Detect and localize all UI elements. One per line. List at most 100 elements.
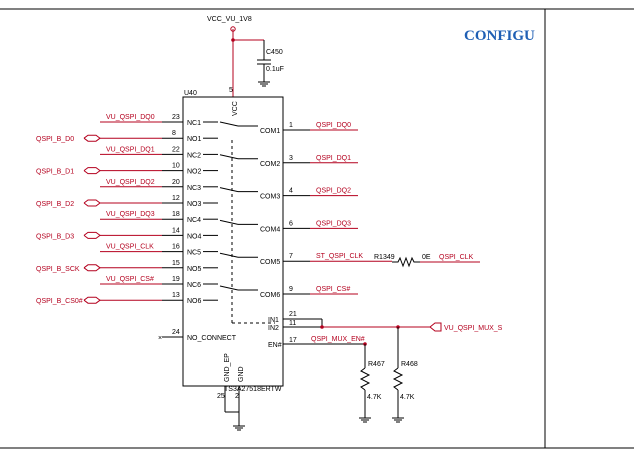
r468-value-label: 4.7K: [400, 394, 415, 401]
pin-number: 16: [172, 244, 180, 251]
chip-ref-label: U40: [184, 90, 197, 97]
pin-number: 1: [289, 122, 293, 129]
pin-number: 12: [172, 195, 180, 202]
pin-number: 15: [172, 260, 180, 267]
in2-pin-number: 11: [289, 320, 296, 327]
net-label: QSPI_DQ0: [316, 122, 351, 129]
pin-number: 19: [172, 276, 180, 283]
nc-pin-number: 24: [172, 329, 180, 336]
pin-number: 13: [172, 292, 180, 299]
vcc-port-symbol: [230, 26, 236, 32]
power-net-label: VCC_VU_1V8: [207, 16, 252, 23]
r1349-value-label: 0E: [422, 254, 431, 261]
en-net-label: QSPI_MUX_EN#: [311, 336, 365, 343]
pin-name: NO4: [187, 233, 202, 240]
port-net-label: QSPI_B_D1: [36, 169, 74, 176]
port-net-label: QSPI_B_D3: [36, 233, 74, 240]
r468-ref-label: R468: [401, 361, 418, 368]
pin-name: NO1: [187, 136, 202, 143]
r1349-resistor-symbol: [392, 256, 420, 268]
switch-arm: [219, 187, 239, 193]
pin-name: NC3: [187, 185, 201, 192]
gnd-pin-name: GND: [238, 366, 245, 382]
nc-pin-name: NO_CONNECT: [187, 335, 237, 342]
pin-name: COM2: [260, 161, 280, 168]
cap-ref-label: C450: [266, 49, 283, 56]
r467-value-label: 4.7K: [367, 394, 382, 401]
junction-dot: [320, 325, 324, 329]
pin-name: COM6: [260, 292, 280, 299]
pin-number: 6: [289, 220, 293, 227]
switch-arm: [219, 121, 239, 127]
bidir-port-icon: [83, 199, 101, 207]
net-label: VU_QSPI_DQ1: [106, 146, 155, 153]
bidir-port-icon: [83, 264, 101, 272]
vcc-pin-number: 5: [229, 87, 233, 94]
port-net-label: QSPI_B_SCK: [36, 266, 80, 273]
pin-name: NO3: [187, 201, 202, 208]
bidir-port-icon: [83, 231, 101, 239]
bidir-port-icon: [83, 296, 101, 304]
net-label: VU_QSPI_DQ3: [106, 211, 155, 218]
bidir-port-icon: [83, 167, 101, 175]
chip-ground-icon: [233, 425, 245, 431]
net-label: VU_QSPI_CLK: [106, 244, 154, 251]
pin-name: COM5: [260, 259, 280, 266]
r467-ref-label: R467: [368, 361, 385, 368]
right-pin-group: 1COM1QSPI_DQ03COM2QSPI_DQ14COM3QSPI_DQ26…: [219, 121, 392, 299]
pin-name: NC5: [187, 250, 201, 257]
pin-name: NO6: [187, 298, 202, 305]
gnd-ep-pin-name: GND_EP: [224, 353, 231, 382]
qspi-clk-net-label: QSPI_CLK: [439, 254, 474, 261]
net-label: VU_QSPI_DQ0: [106, 114, 155, 121]
port-net-label: QSPI_B_D0: [36, 136, 74, 143]
pin-name: COM4: [260, 226, 280, 233]
mux-select-port-icon: [429, 322, 442, 332]
cap-value-label: 0.1uF: [266, 66, 284, 73]
pin-number: 10: [172, 163, 180, 170]
net-label: VU_QSPI_CS#: [106, 276, 154, 283]
bidir-port-icon: [83, 134, 101, 142]
pin-name: COM1: [260, 128, 280, 135]
gnd-ep-pin-number: 25: [217, 393, 225, 400]
pin-name: NC6: [187, 282, 201, 289]
in1-pin-name: IN1: [268, 317, 279, 324]
chip-body: [182, 96, 284, 387]
r468-resistor-symbol: [392, 327, 404, 423]
net-label: QSPI_DQ3: [316, 220, 351, 227]
left-pin-group: 23NC1VU_QSPI_DQ08NO1QSPI_B_D022NC2VU_QSP…: [36, 114, 218, 305]
switch-arm: [219, 285, 239, 291]
nc-x-mark: ×: [158, 335, 162, 342]
switch-arm: [219, 154, 239, 160]
chip-part-label: TS3A27518ERTW: [224, 386, 282, 393]
pin-number: 4: [289, 188, 293, 195]
mux-select-net-label: VU_QSPI_MUX_S: [444, 325, 503, 332]
pin-number: 9: [289, 286, 293, 293]
pin-number: 3: [289, 155, 293, 162]
sheet-title: CONFIGU: [464, 28, 535, 44]
in2-pin-name: IN2: [268, 325, 279, 332]
pin-name: NO5: [187, 266, 202, 273]
pin-name: NC1: [187, 120, 201, 127]
net-label: QSPI_CS#: [316, 286, 350, 293]
net-label: QSPI_DQ1: [316, 155, 351, 162]
pin-name: NC4: [187, 217, 201, 224]
pin-number: 8: [172, 130, 176, 137]
en-pin-number: 17: [289, 337, 297, 344]
r1349-ref-label: R1349: [374, 254, 395, 261]
pin-number: 7: [289, 253, 293, 260]
en-pin-name: EN#: [268, 342, 282, 349]
vcc-pin-name: VCC: [232, 101, 239, 116]
pin-number: 22: [172, 146, 180, 153]
net-label: ST_QSPI_CLK: [316, 253, 363, 260]
port-net-label: QSPI_B_D2: [36, 201, 74, 208]
port-net-label: QSPI_B_CS0#: [36, 298, 83, 305]
switch-arm: [219, 252, 239, 258]
r467-resistor-symbol: [359, 344, 371, 423]
pin-number: 23: [172, 114, 180, 121]
net-label: QSPI_DQ2: [316, 188, 351, 195]
pin-number: 14: [172, 227, 180, 234]
pin-number: 18: [172, 211, 180, 218]
gnd-pin-number: 2: [235, 393, 239, 400]
